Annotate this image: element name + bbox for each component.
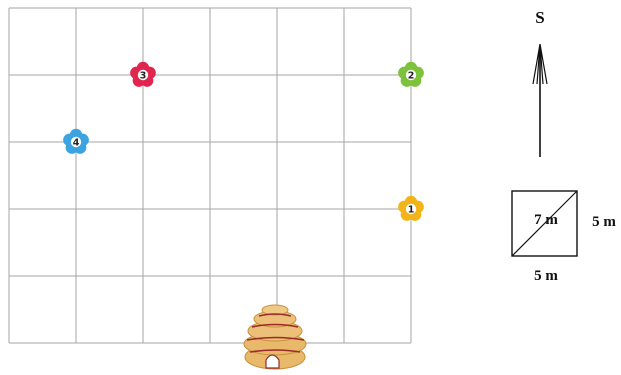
flower-number: 2 [408, 71, 415, 82]
flower-2: 2 [398, 62, 424, 87]
scale-key: 7 m 5 m 5 m [512, 191, 616, 284]
flower-number: 1 [408, 205, 415, 216]
compass-label: S [535, 8, 544, 27]
flower-4: 4 [63, 129, 89, 154]
flower-number: 4 [73, 138, 80, 149]
grid [9, 8, 411, 343]
flower-number: 3 [140, 71, 147, 82]
compass: S [533, 8, 547, 157]
flowers: 1 2 3 4 [63, 62, 424, 221]
flower-1: 1 [398, 196, 424, 221]
flower-3: 3 [130, 62, 156, 87]
hive [244, 305, 306, 369]
scale-side-label: 5 m [592, 214, 616, 230]
scale-diagonal-label: 7 m [534, 212, 558, 228]
scale-bottom-label: 5 m [534, 268, 558, 284]
